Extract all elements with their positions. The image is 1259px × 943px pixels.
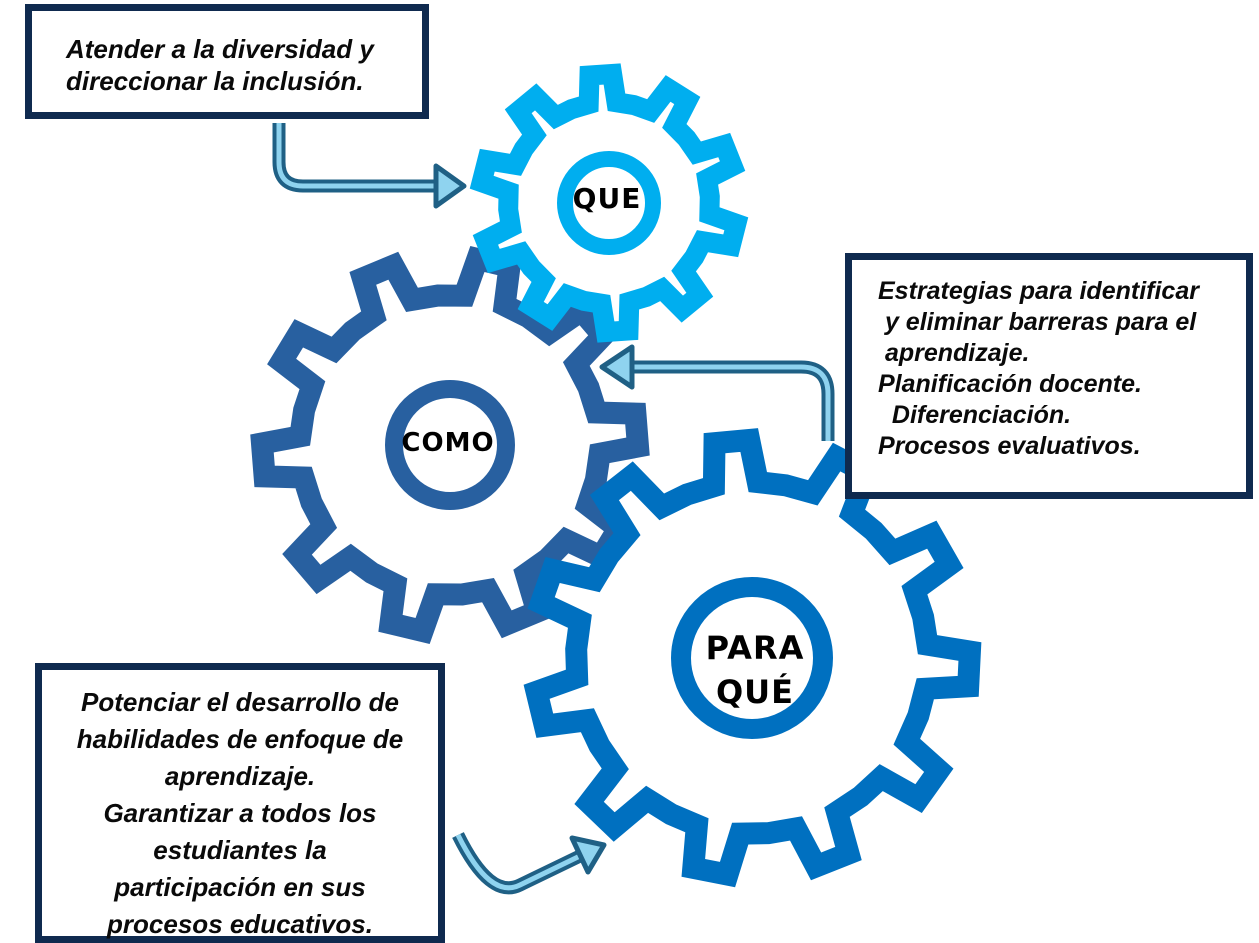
gear-outline <box>469 63 749 343</box>
que-text-box: Atender a la diversidad y direccionar la… <box>25 4 429 119</box>
gear-que-label: QUE <box>572 182 642 215</box>
gear-como-icon <box>250 245 650 645</box>
como-text-line: aprendizaje. <box>878 339 1030 367</box>
gear-hub-ring <box>671 577 833 739</box>
gear-hub-ring <box>385 380 515 510</box>
como-text-line: Estrategias para identificar <box>878 277 1199 305</box>
para-que-text-line: Potenciar el desarrollo de <box>81 687 399 717</box>
gear-para-que-label-line1: PARA <box>705 629 805 667</box>
gear-hub-ring <box>557 151 661 255</box>
como-text-box: Estrategias para identificar y eliminar … <box>845 253 1253 499</box>
arrow-to-como-gear <box>599 344 835 441</box>
que-text-line: Atender a la diversidad y <box>66 34 374 64</box>
para-que-text-box: Potenciar el desarrollo de habilidades d… <box>35 663 445 943</box>
gear-outline <box>523 428 982 888</box>
para-que-text-line: participación en sus <box>114 872 366 902</box>
que-text-line: direccionar la inclusión. <box>66 66 364 96</box>
gear-outline <box>250 245 650 645</box>
para-que-text-line: Garantizar a todos los <box>103 798 377 828</box>
gear-que-icon <box>469 63 749 343</box>
arrow-to-para-que-gear <box>452 832 607 895</box>
para-que-text-line: estudiantes la <box>153 835 327 865</box>
como-text-line: Procesos evaluativos. <box>878 432 1141 460</box>
gear-para-que-icon <box>523 428 982 888</box>
gear-como-label: COMO <box>401 428 495 458</box>
como-text-line: Planificación docente. <box>878 370 1142 398</box>
como-text-line: Diferenciación. <box>878 401 1072 429</box>
como-text-line: y eliminar barreras para el <box>878 308 1197 336</box>
para-que-text-line: procesos educativos. <box>107 909 373 939</box>
para-que-text-line: habilidades de enfoque de <box>76 724 404 754</box>
para-que-text-line: aprendizaje. <box>164 761 316 791</box>
arrow-to-que-gear <box>272 123 467 209</box>
gear-para-que-label-line2: QUÉ <box>715 673 795 711</box>
gear-para-que-label: PARA QUÉ <box>690 626 820 714</box>
